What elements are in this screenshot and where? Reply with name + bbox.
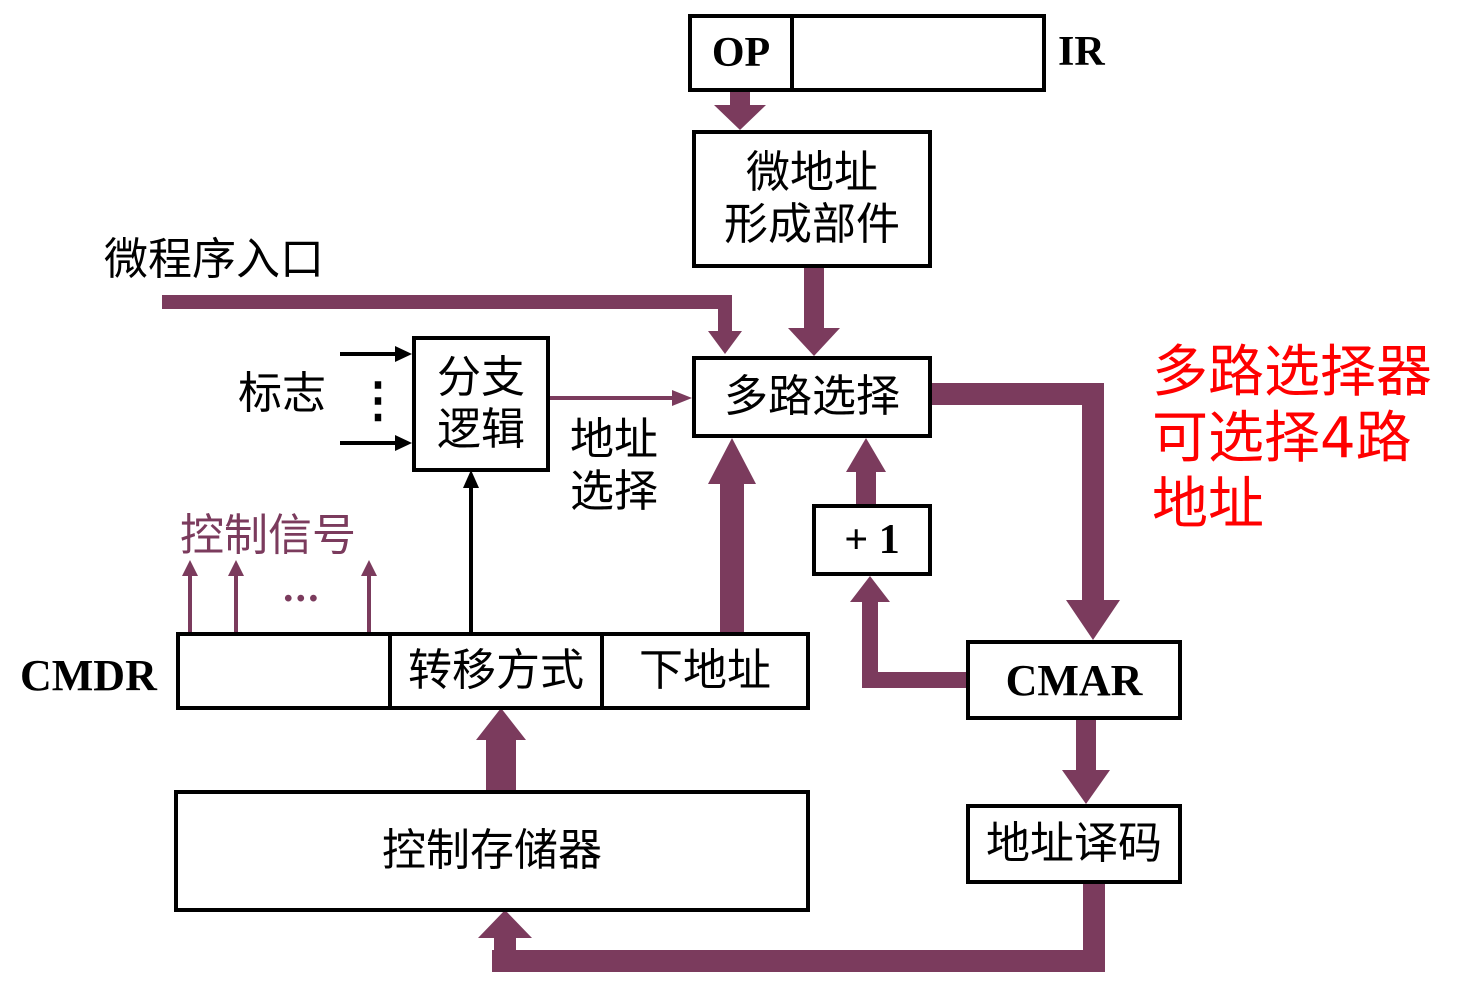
cmdr-register: 转移方式 下地址 — [176, 632, 810, 710]
address-select-line1: 地址 — [570, 414, 658, 465]
cmar-register: CMAR — [966, 640, 1182, 720]
control-signal-arrow — [361, 560, 377, 576]
decoder-to-store-arrow — [478, 910, 532, 938]
store-to-cmdr-arrow — [476, 708, 526, 740]
branch-to-mux-arrow — [672, 390, 692, 406]
note-line3: 地址 — [1152, 472, 1264, 537]
next-addr-to-mux-arrow — [708, 438, 756, 484]
cmar-to-plus-one-arrow — [850, 576, 890, 602]
control-store-label: 控制存储器 — [382, 825, 602, 876]
micro-address-generator: 微地址 形成部件 — [692, 130, 932, 268]
generator-line1: 微地址 — [746, 147, 878, 198]
address-select-line2: 选择 — [570, 466, 658, 517]
branch-logic: 分支 逻辑 — [412, 336, 550, 472]
branch-line2: 逻辑 — [437, 404, 525, 455]
address-select-label: 地址 选择 — [570, 414, 658, 518]
note-line2: 可选择4路 — [1152, 406, 1412, 471]
address-decoder-label: 地址译码 — [986, 818, 1162, 869]
cmdr-transfer-mode-field: 转移方式 — [392, 636, 604, 706]
cmdr-label: CMDR — [20, 651, 157, 700]
note-line1: 多路选择器 — [1152, 340, 1432, 405]
ir-op-label: OP — [711, 30, 771, 76]
transfer-to-branch-arrow — [463, 470, 479, 488]
flags-dots: ⋮ — [354, 372, 402, 428]
control-signal-arrow — [228, 560, 244, 576]
next-address-label: 下地址 — [639, 645, 771, 696]
cmar-to-decoder-arrow — [1062, 770, 1110, 804]
multiplexer-note: 多路选择器 可选择4路 地址 — [1152, 340, 1432, 538]
multiplexer-label: 多路选择 — [724, 371, 900, 422]
flags-label: 标志 — [238, 368, 326, 419]
control-signals-label: 控制信号 — [180, 510, 356, 561]
generator-to-mux-arrow — [788, 328, 840, 356]
generator-line2: 形成部件 — [724, 199, 900, 250]
mux-to-cmar-arrow — [1066, 600, 1120, 640]
control-signal-arrow — [182, 560, 198, 576]
control-signals-dots: ··· — [282, 578, 320, 620]
cmar-label: CMAR — [1005, 655, 1143, 705]
plus-one-to-mux-arrow — [846, 438, 886, 472]
cmdr-next-address-field: 下地址 — [604, 636, 806, 706]
cmdr-control-field — [180, 636, 392, 706]
control-store: 控制存储器 — [174, 790, 810, 912]
transfer-mode-label: 转移方式 — [408, 645, 584, 696]
plus-one-label: + 1 — [844, 517, 900, 563]
flag-arrow-bottom — [395, 435, 412, 451]
micro-program-entry-label: 微程序入口 — [104, 234, 324, 285]
ir-op-field: OP — [692, 18, 794, 88]
flag-arrow-top — [395, 346, 412, 362]
ir-label: IR — [1058, 29, 1105, 75]
ir-register: OP — [688, 14, 1046, 92]
plus-one-incrementer: + 1 — [812, 504, 932, 576]
address-decoder: 地址译码 — [966, 804, 1182, 884]
multiplexer: 多路选择 — [692, 356, 932, 438]
op-to-generator-arrow — [714, 105, 766, 130]
entry-to-mux-arrow — [708, 331, 742, 354]
branch-line1: 分支 — [437, 352, 525, 403]
